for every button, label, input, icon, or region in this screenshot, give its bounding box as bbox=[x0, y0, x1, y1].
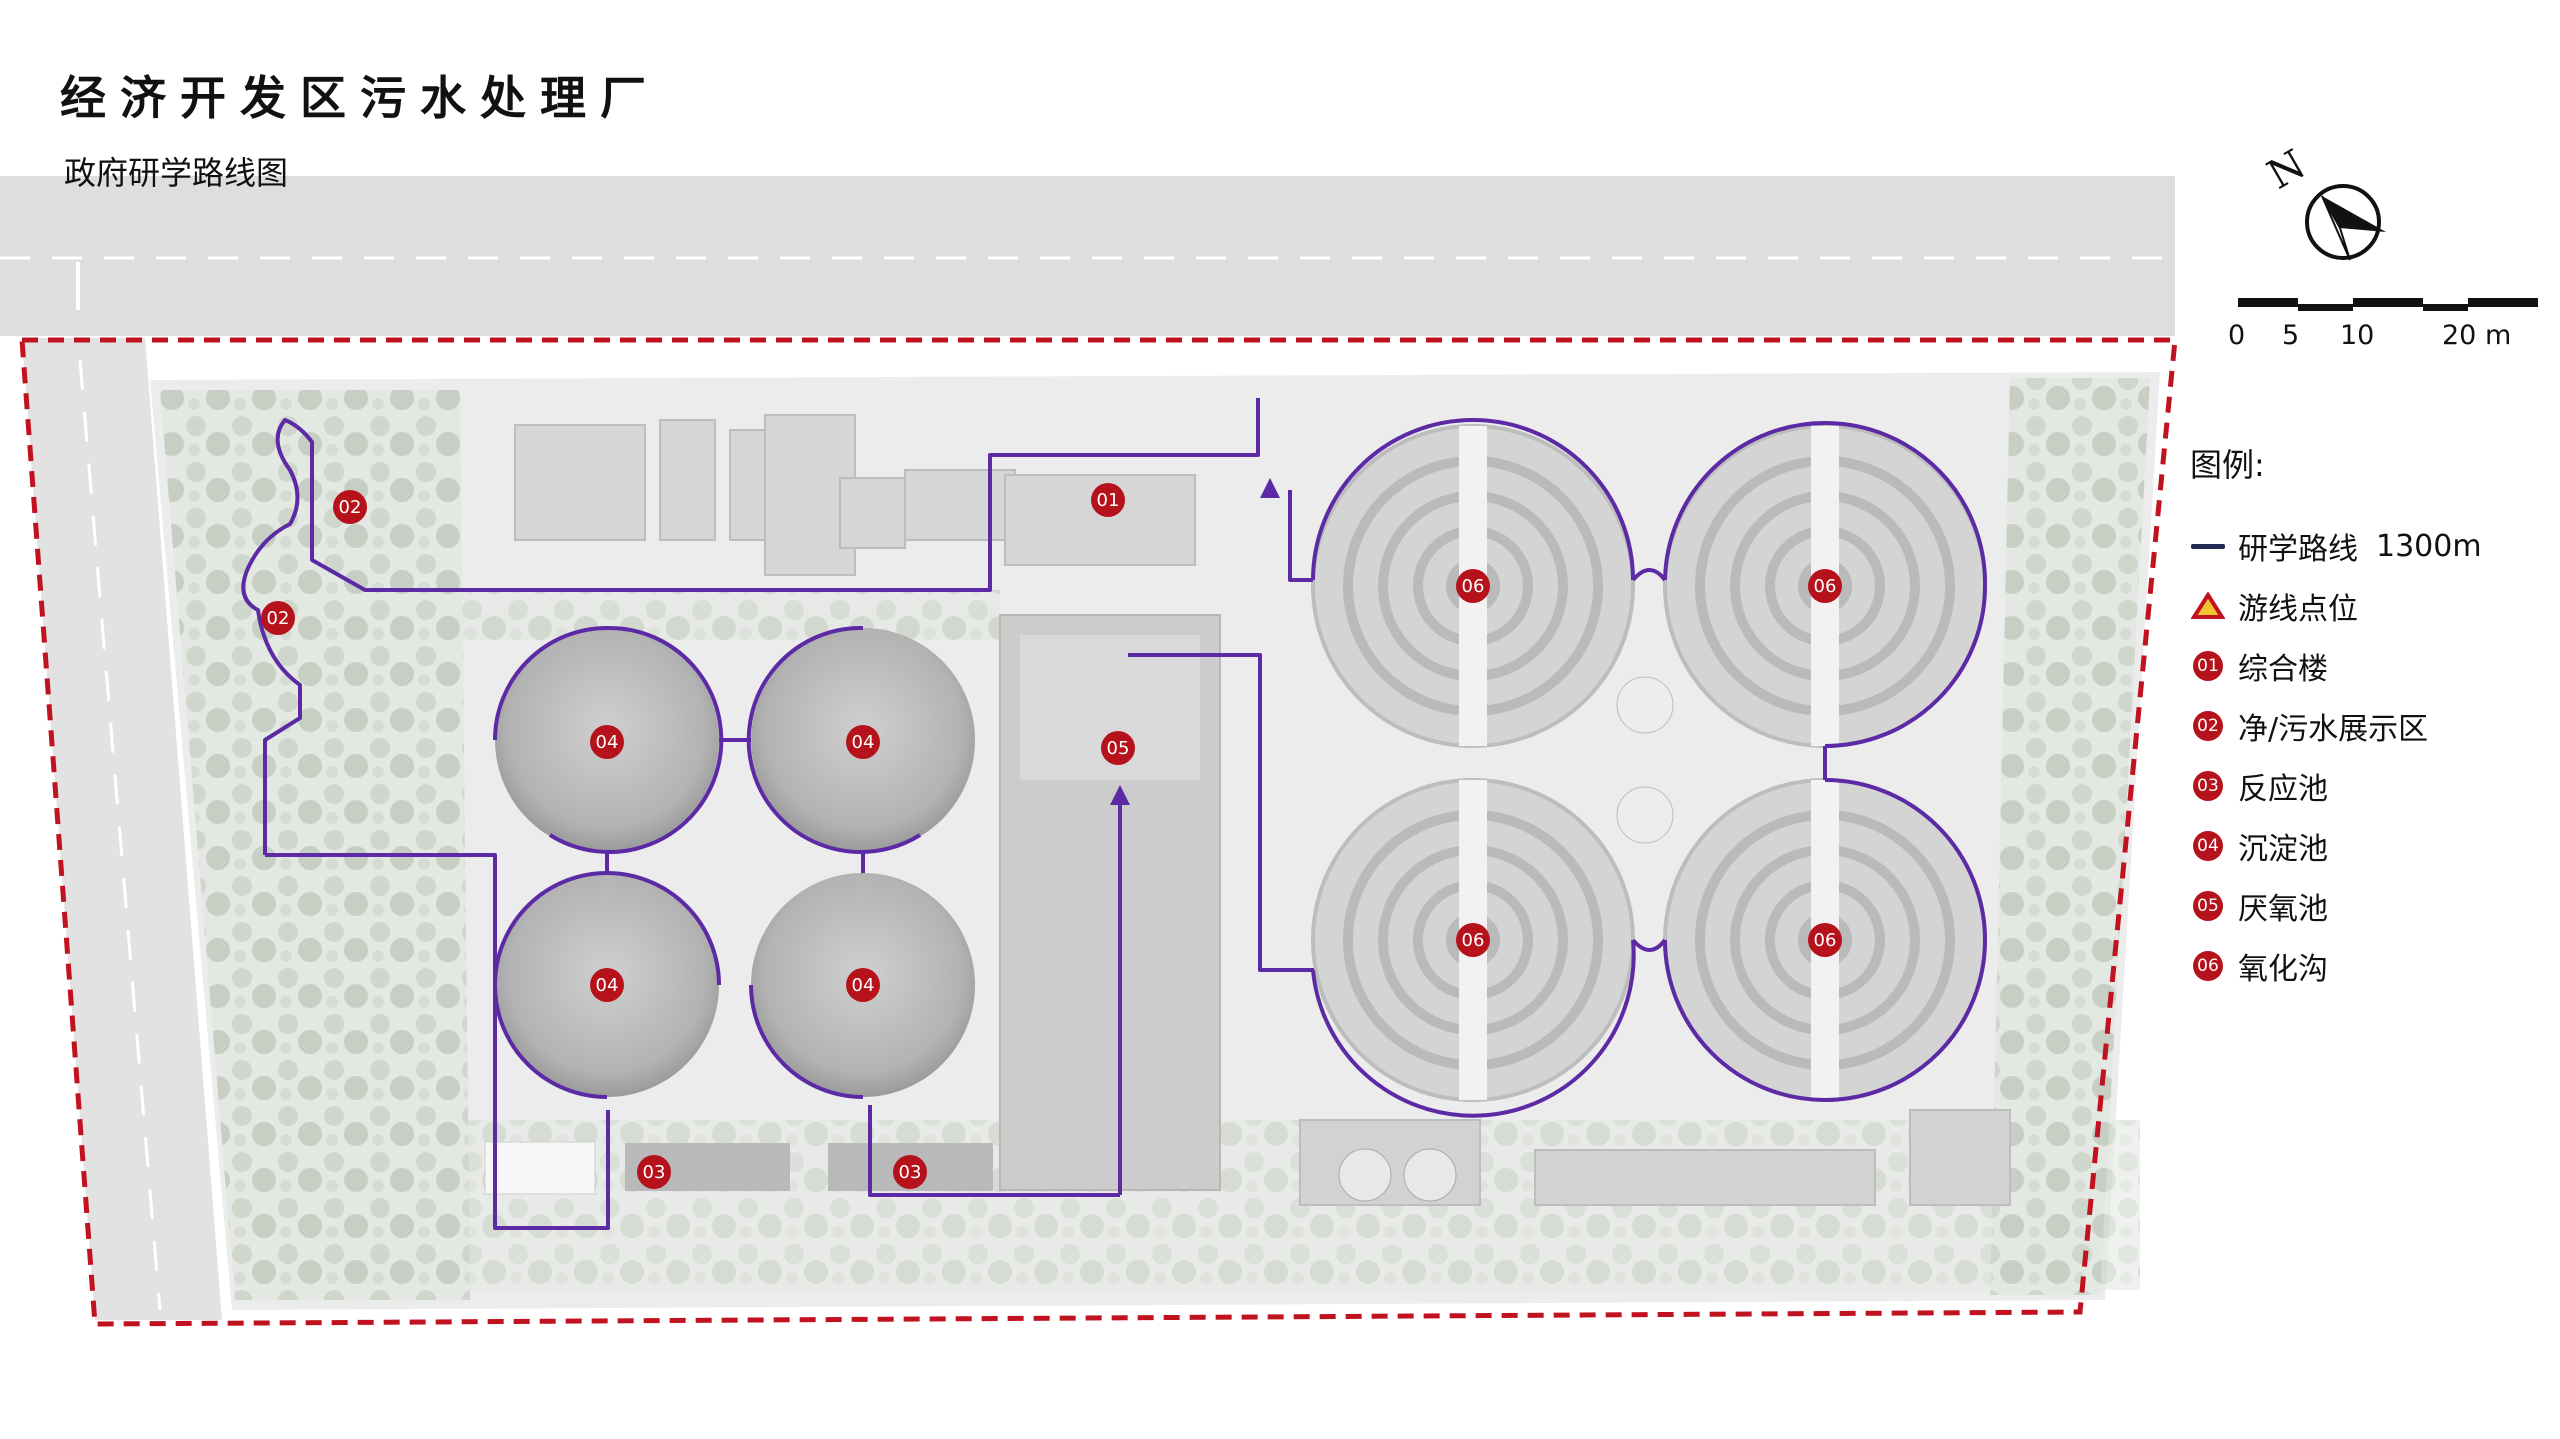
greenery-west bbox=[160, 390, 470, 1300]
marker-badge-icon: 03 bbox=[2193, 771, 2223, 801]
marker-04a: 04 bbox=[590, 725, 624, 759]
marker-05: 05 bbox=[1101, 731, 1135, 765]
svg-text:01: 01 bbox=[1097, 490, 1120, 511]
legend-item-06: 06 氧化沟 bbox=[2190, 936, 2482, 996]
marker-badge-icon: 05 bbox=[2193, 891, 2223, 921]
map-markers: 01 02 02 03 03 04 04 04 04 05 06 06 06 0… bbox=[261, 483, 1842, 1189]
svg-text:04: 04 bbox=[852, 975, 875, 996]
svg-text:03: 03 bbox=[899, 1162, 922, 1183]
legend-item-05: 05 厌氧池 bbox=[2190, 876, 2482, 936]
marker-badge-icon: 06 bbox=[2193, 951, 2223, 981]
svg-text:06: 06 bbox=[1814, 930, 1837, 951]
scale-label-20: 20 m bbox=[2442, 320, 2512, 351]
legend-tour-point-label: 游线点位 bbox=[2238, 592, 2358, 627]
page-title: 经济开发区污水处理厂 bbox=[60, 71, 660, 125]
marker-03a: 03 bbox=[637, 1155, 671, 1189]
legend-item-04: 04 沉淀池 bbox=[2190, 816, 2482, 876]
svg-text:05: 05 bbox=[1107, 738, 1130, 759]
legend-route: 研学路线 1300m bbox=[2190, 516, 2482, 576]
svg-text:06: 06 bbox=[1462, 576, 1485, 597]
road-left bbox=[22, 338, 222, 1320]
route-line-icon bbox=[2191, 543, 2225, 549]
marker-06a: 06 bbox=[1456, 569, 1490, 603]
marker-03b: 03 bbox=[893, 1155, 927, 1189]
marker-badge-icon: 04 bbox=[2193, 831, 2223, 861]
legend-item-02: 02 净/污水展示区 bbox=[2190, 696, 2482, 756]
marker-04d: 04 bbox=[846, 968, 880, 1002]
scale-label-0: 0 bbox=[2228, 320, 2246, 351]
svg-text:02: 02 bbox=[339, 497, 362, 518]
legend: 图例: 研学路线 1300m 游线点位 01 综合楼 02 净/污水展示区 03… bbox=[2190, 440, 2482, 996]
marker-06c: 06 bbox=[1456, 923, 1490, 957]
svg-text:02: 02 bbox=[267, 608, 290, 629]
legend-item-03: 03 反应池 bbox=[2190, 756, 2482, 816]
site-boundary bbox=[19, 337, 2178, 1327]
marker-01: 01 bbox=[1091, 483, 1125, 517]
tour-point-triangle-icon bbox=[2191, 592, 2225, 619]
svg-text:04: 04 bbox=[596, 732, 619, 753]
svg-text:04: 04 bbox=[852, 732, 875, 753]
legend-title: 图例: bbox=[2190, 446, 2265, 484]
marker-badge-icon: 02 bbox=[2193, 711, 2223, 741]
marker-04b: 04 bbox=[846, 725, 880, 759]
marker-02a: 02 bbox=[333, 490, 367, 524]
study-route bbox=[241, 398, 1988, 1230]
svg-text:06: 06 bbox=[1462, 930, 1485, 951]
page-subtitle: 政府研学路线图 bbox=[64, 154, 289, 192]
svg-text:06: 06 bbox=[1814, 576, 1837, 597]
legend-route-label: 研学路线 bbox=[2238, 532, 2358, 567]
north-arrow-icon: N bbox=[2260, 141, 2386, 261]
buildings-north bbox=[514, 414, 1196, 576]
north-label: N bbox=[2260, 141, 2313, 198]
svg-text:04: 04 bbox=[596, 975, 619, 996]
road-top bbox=[0, 176, 2175, 336]
legend-tour-point: 游线点位 bbox=[2190, 576, 2482, 636]
marker-06b: 06 bbox=[1808, 569, 1842, 603]
scale-label-5: 5 bbox=[2282, 320, 2300, 351]
scale-label-10: 10 bbox=[2340, 320, 2375, 351]
marker-06d: 06 bbox=[1808, 923, 1842, 957]
marker-badge-icon: 01 bbox=[2193, 651, 2223, 681]
greenery-east bbox=[1990, 378, 2150, 1295]
marker-04c: 04 bbox=[590, 968, 624, 1002]
legend-route-length: 1300m bbox=[2376, 528, 2482, 564]
marker-02b: 02 bbox=[261, 601, 295, 635]
scale-bar bbox=[2238, 298, 2538, 311]
svg-text:03: 03 bbox=[643, 1162, 666, 1183]
legend-item-01: 01 综合楼 bbox=[2190, 636, 2482, 696]
